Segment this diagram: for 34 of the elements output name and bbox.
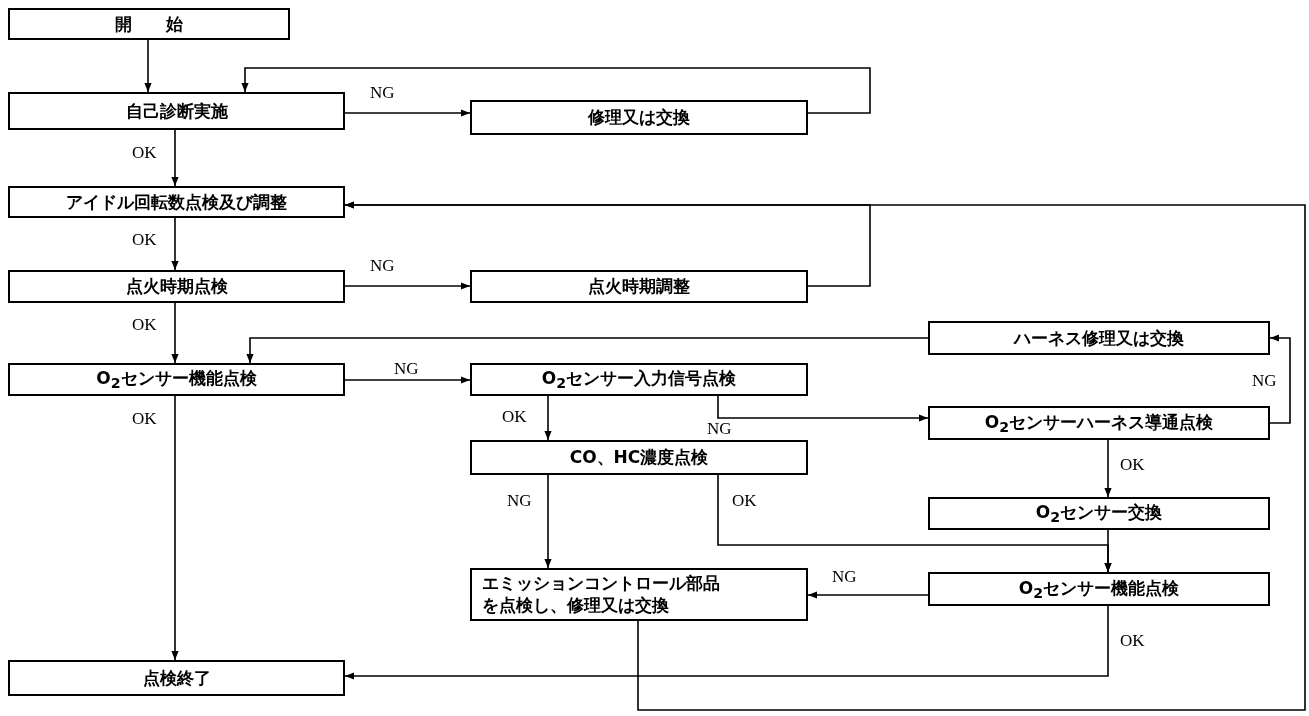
arrow (241, 67, 871, 114)
arrow (344, 201, 1306, 711)
process-box: 点検終了 (8, 660, 345, 696)
arrow (144, 39, 152, 93)
arrow (171, 395, 179, 661)
arrow (544, 474, 552, 569)
process-box: 点火時期調整 (470, 270, 808, 303)
arrow (344, 282, 471, 290)
arrow (171, 217, 179, 271)
process-box: O$_{2}$センサーハーネス導通点検 (928, 406, 1270, 440)
process-box: エミッションコントロール部品を点検し、修理又は交換 (470, 568, 808, 621)
process-box: ハーネス修理又は交換 (928, 321, 1270, 355)
arrow (344, 605, 1109, 680)
arrow (1104, 529, 1112, 573)
arrow (246, 337, 929, 364)
process-box: 点火時期点検 (8, 270, 345, 303)
process-box: O$_{2}$センサー交換 (928, 497, 1270, 530)
process-box: 開 始 (8, 8, 290, 40)
arrow (344, 376, 471, 384)
process-box: 自己診断実施 (8, 92, 345, 130)
process-box: CO、HC濃度点検 (470, 440, 808, 475)
arrow (544, 395, 552, 441)
arrow (171, 302, 179, 364)
process-box: O$_{2}$センサー入力信号点検 (470, 363, 808, 396)
arrow (1269, 334, 1291, 424)
process-box: O$_{2}$センサー機能点検 (928, 572, 1270, 606)
arrow (171, 129, 179, 187)
process-box: 修理又は交換 (470, 100, 808, 135)
arrow (717, 395, 929, 422)
arrow (344, 109, 471, 117)
process-box: O$_{2}$センサー機能点検 (8, 363, 345, 396)
arrow (807, 591, 929, 599)
process-box: アイドル回転数点検及び調整 (8, 186, 345, 218)
arrow (1104, 439, 1112, 498)
